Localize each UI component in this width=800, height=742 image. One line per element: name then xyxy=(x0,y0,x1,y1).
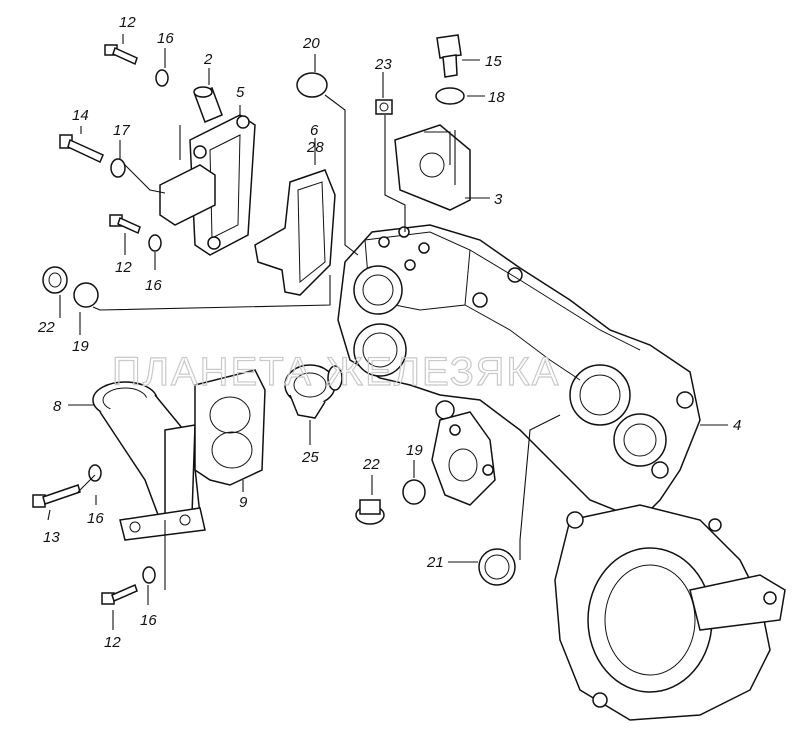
ring-part-19-left xyxy=(73,282,99,308)
flange-part-5 xyxy=(159,114,256,256)
callout-labels: 12 16 2 5 14 17 20 6 28 23 15 18 3 12 16… xyxy=(37,14,741,651)
gasket-part-9 xyxy=(194,369,266,486)
callout-16-bottom: 16 xyxy=(140,612,157,629)
callout-14: 14 xyxy=(72,107,89,124)
callout-16-mid: 16 xyxy=(145,277,162,294)
callout-22-mid: 22 xyxy=(362,456,380,473)
callout-18: 18 xyxy=(488,89,505,106)
callout-12-bottom: 12 xyxy=(104,634,121,651)
callout-20: 20 xyxy=(302,35,320,52)
callout-23: 23 xyxy=(374,56,392,73)
bolt-part-12-bottom xyxy=(101,583,138,605)
callout-15: 15 xyxy=(485,53,502,70)
callout-28: 28 xyxy=(306,139,324,156)
callout-9: 9 xyxy=(239,494,248,511)
plug-part-22-left xyxy=(42,266,68,294)
callout-6: 6 xyxy=(310,122,319,139)
sleeve-part-2 xyxy=(193,86,223,123)
bolt-part-12-mid xyxy=(109,214,141,235)
callout-2: 2 xyxy=(203,51,213,68)
plug-part-22-mid xyxy=(355,499,385,525)
washer-part-16-bottom xyxy=(142,566,156,584)
callout-5: 5 xyxy=(236,84,245,101)
washer-part-17 xyxy=(110,158,126,178)
callout-22-left: 22 xyxy=(37,319,55,336)
callout-16-low: 16 xyxy=(87,510,104,527)
callout-19-left: 19 xyxy=(72,338,89,355)
callout-25: 25 xyxy=(301,449,319,466)
washer-part-16-mid xyxy=(148,234,162,252)
callout-3: 3 xyxy=(494,191,503,208)
callout-12-top: 12 xyxy=(119,14,136,31)
bolt-part-15 xyxy=(436,34,462,78)
housing-part-4 xyxy=(337,224,701,521)
timing-cover-housing xyxy=(554,504,786,721)
callout-19-mid: 19 xyxy=(406,442,423,459)
callout-13: 13 xyxy=(43,529,60,546)
pipe-part-8 xyxy=(92,381,206,541)
washer-part-16-low xyxy=(88,464,102,482)
callout-17: 17 xyxy=(113,122,130,139)
thermostat-part-25 xyxy=(284,364,343,419)
pump-cover xyxy=(431,411,496,506)
bolt-part-12-top xyxy=(104,44,138,66)
callout-16-top: 16 xyxy=(157,30,174,47)
bracket-part-3 xyxy=(394,124,471,211)
leader-lines xyxy=(47,34,728,630)
bolt-part-14 xyxy=(59,134,104,164)
washer-part-18 xyxy=(435,87,465,105)
washer-part-16-top xyxy=(155,69,169,87)
watermark-text: ПЛАНЕТА ЖЕЛЕЗЯКА xyxy=(112,350,560,394)
callout-12-mid: 12 xyxy=(115,259,132,276)
ring-part-21 xyxy=(478,548,516,586)
callout-8: 8 xyxy=(53,398,62,415)
plug-part-23 xyxy=(375,99,393,115)
gasket-part-28 xyxy=(254,169,336,296)
plug-part-20 xyxy=(296,72,328,98)
callout-4: 4 xyxy=(733,417,741,434)
callout-21: 21 xyxy=(426,554,444,571)
bolt-part-13 xyxy=(32,484,81,508)
ring-part-19-mid xyxy=(402,479,426,505)
